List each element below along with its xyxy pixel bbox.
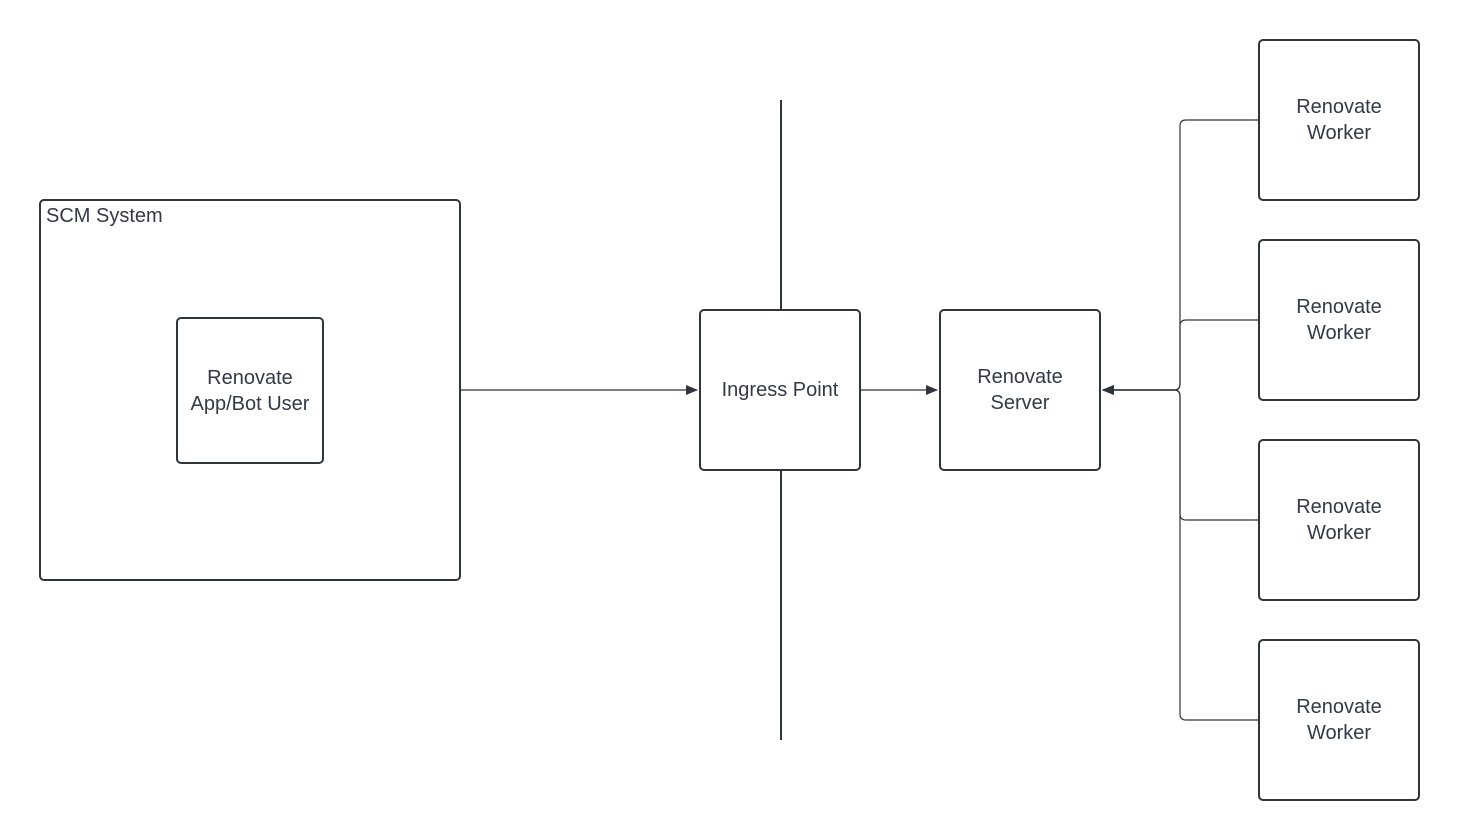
renovate-worker-node-1[interactable]: Renovate Worker: [1258, 39, 1420, 201]
renovate-server-label: Renovate Server: [977, 366, 1063, 414]
renovate-app-bot-user-node[interactable]: Renovate App/Bot User: [176, 317, 324, 464]
renovate-worker-label: Renovate Worker: [1296, 296, 1382, 344]
ingress-point-node[interactable]: Ingress Point: [699, 309, 861, 471]
renovate-worker-label: Renovate Worker: [1296, 696, 1382, 744]
renovate-server-node[interactable]: Renovate Server: [939, 309, 1101, 471]
scm-system-label: SCM System: [46, 205, 163, 227]
renovate-worker-label: Renovate Worker: [1296, 96, 1382, 144]
renovate-worker-label: Renovate Worker: [1296, 496, 1382, 544]
ingress-point-label: Ingress Point: [721, 379, 839, 401]
renovate-worker-node-3[interactable]: Renovate Worker: [1258, 439, 1420, 601]
renovate-worker-node-2[interactable]: Renovate Worker: [1258, 239, 1420, 401]
edge-worker-4-to-server: [1102, 385, 1258, 721]
renovate-app-bot-user-label: Renovate App/Bot User: [190, 366, 310, 415]
renovate-worker-node-4[interactable]: Renovate Worker: [1258, 639, 1420, 801]
edge-worker-2-to-server: [1102, 319, 1258, 395]
